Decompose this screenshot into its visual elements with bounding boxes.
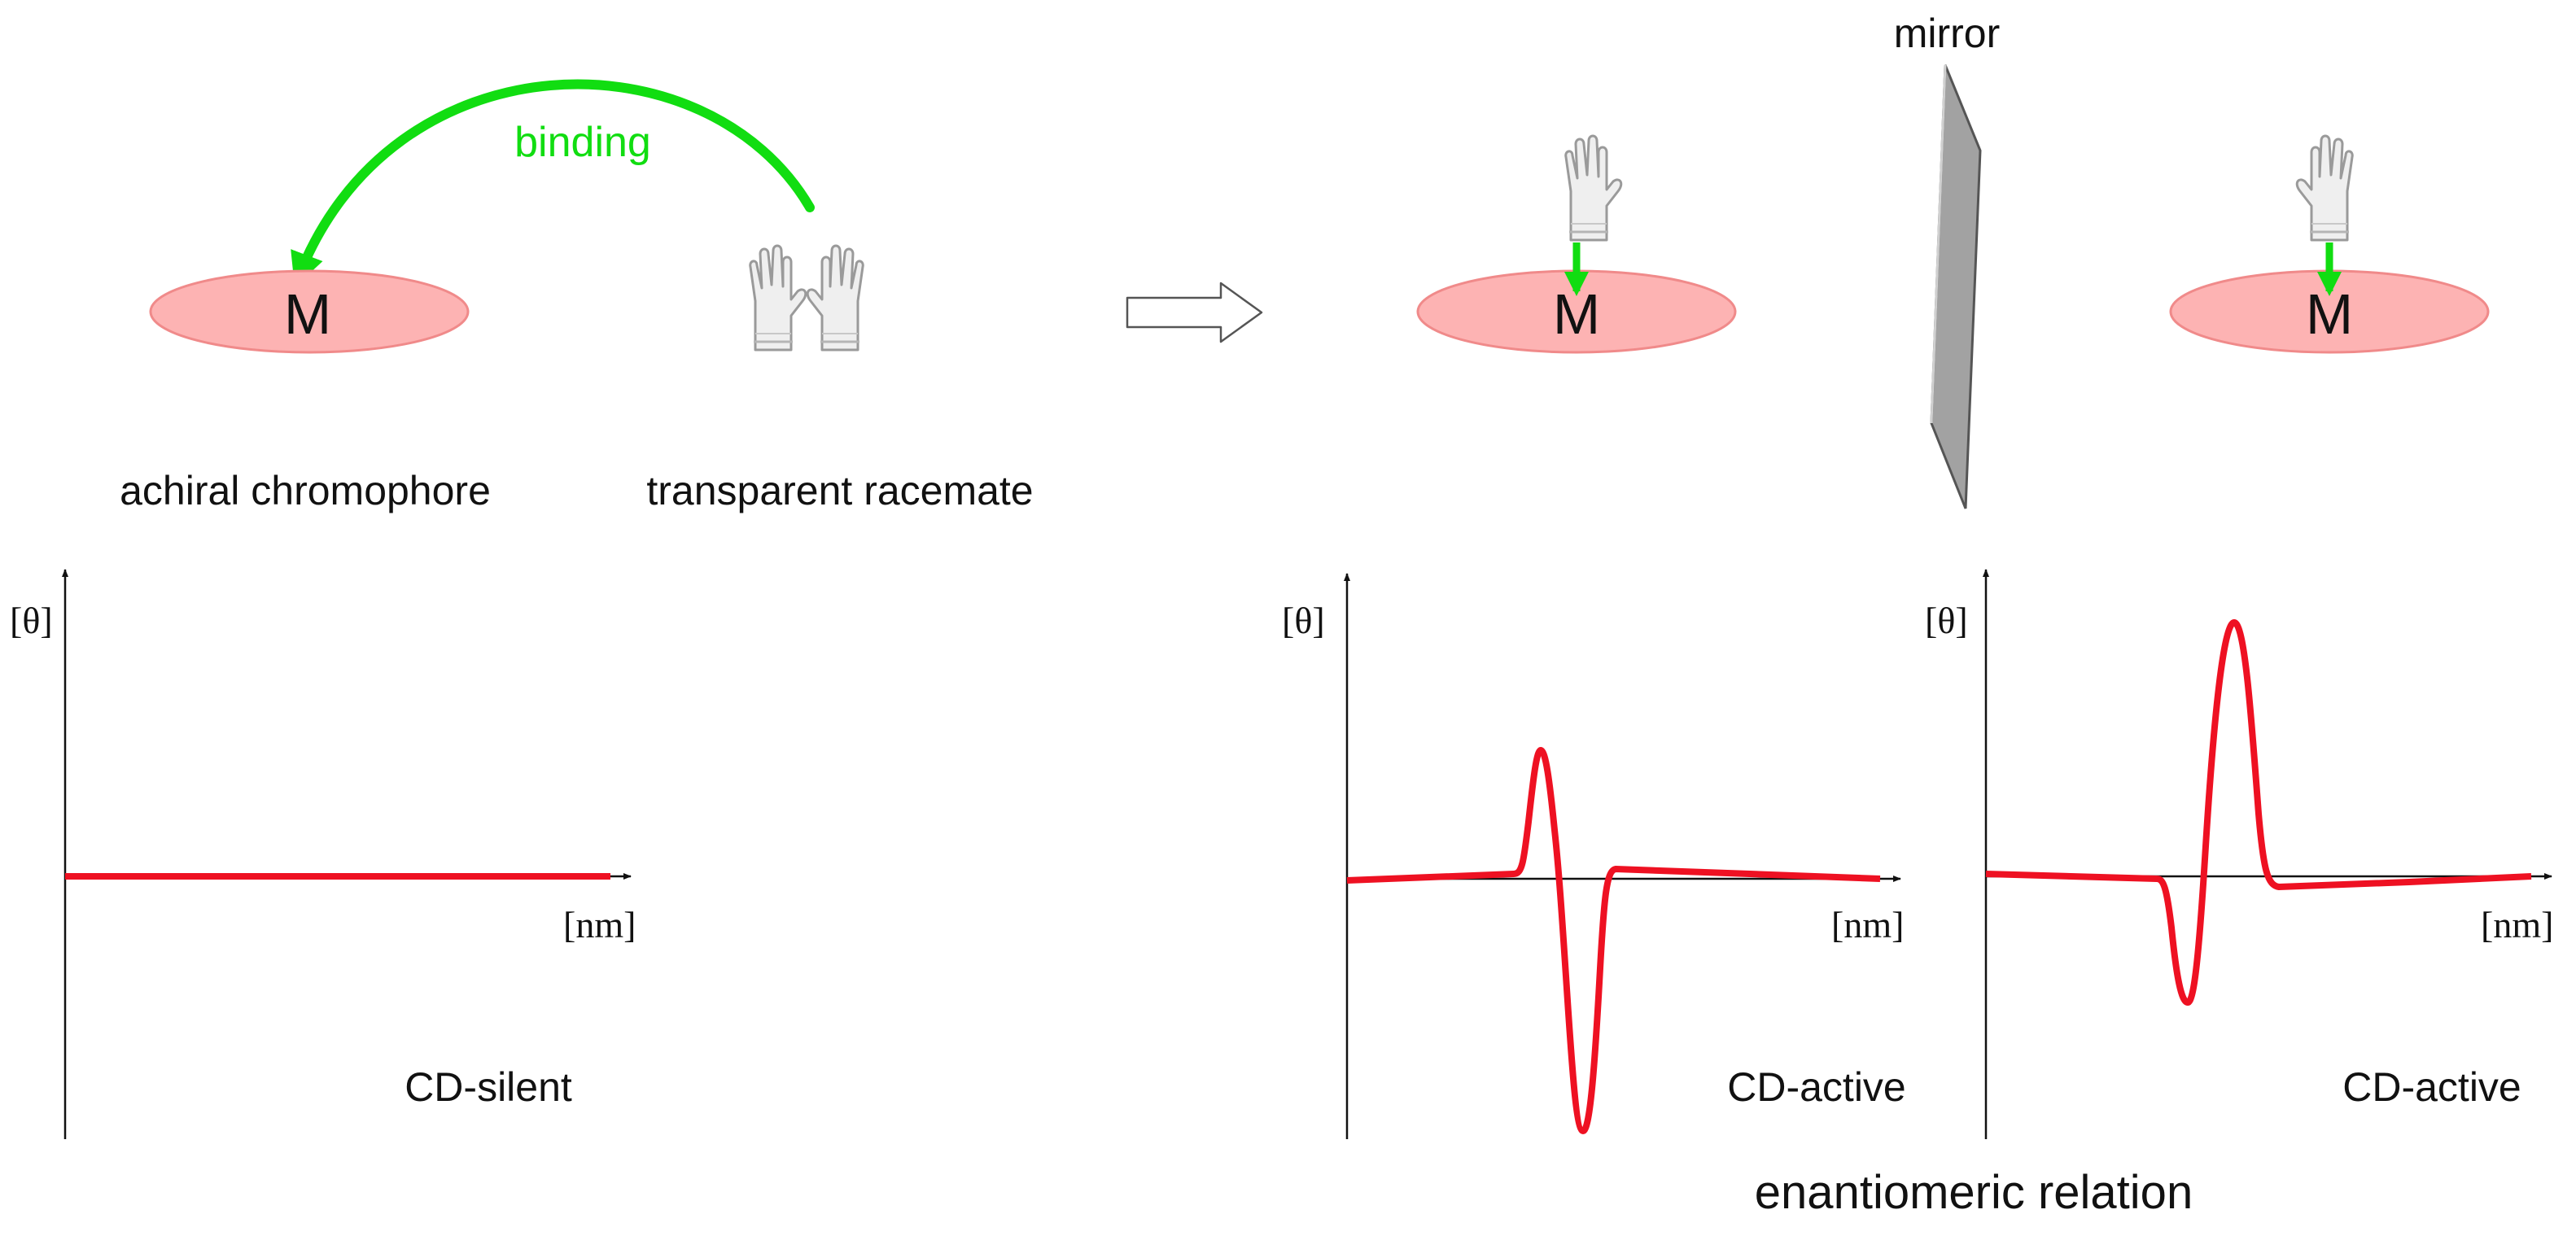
metal-label: M — [284, 282, 331, 346]
white-glove-icon — [2295, 134, 2354, 242]
binding-arrow — [291, 79, 815, 287]
plot-caption: CD-active — [2342, 1064, 2521, 1110]
metal-label: M — [2306, 282, 2353, 346]
x-axis-label: [nm] — [563, 904, 636, 945]
enantiomeric-relation-label: enantiomeric relation — [1755, 1166, 2193, 1219]
mirror-label: mirror — [1894, 11, 2001, 56]
bound-complex-right: M — [2169, 134, 2490, 354]
x-axis-label: [nm] — [1831, 904, 1904, 945]
white-glove-icon — [1564, 134, 1623, 242]
plot-caption: CD-active — [1727, 1064, 1905, 1110]
cd-curve — [1985, 619, 2532, 1006]
y-axis-label: [θ] — [1282, 600, 1325, 641]
mirror-icon — [1930, 64, 1982, 509]
achiral-chromophore-label: achiral chromophore — [120, 468, 491, 513]
transparent-racemate-label: transparent racemate — [646, 468, 1033, 513]
cd-plot-silent: [θ] [nm] CD-silent — [10, 569, 636, 1139]
y-axis-label: [θ] — [1925, 600, 1968, 641]
hollow-right-arrow-icon — [1126, 282, 1263, 343]
binding-label: binding — [514, 119, 651, 166]
cd-curve — [1346, 747, 1881, 1134]
cd-plot-active-left: [θ] [nm] CD-active — [1282, 573, 1906, 1139]
plot-caption: CD-silent — [405, 1064, 572, 1110]
white-gloves-pair-icon — [749, 244, 864, 352]
y-axis-label: [θ] — [10, 600, 53, 641]
cd-plot-active-right: [θ] [nm] CD-active — [1925, 569, 2553, 1139]
metal-ellipse — [149, 269, 470, 354]
bound-complex-left: M — [1416, 134, 1737, 354]
x-axis-label: [nm] — [2481, 904, 2553, 945]
metal-label: M — [1553, 282, 1600, 346]
